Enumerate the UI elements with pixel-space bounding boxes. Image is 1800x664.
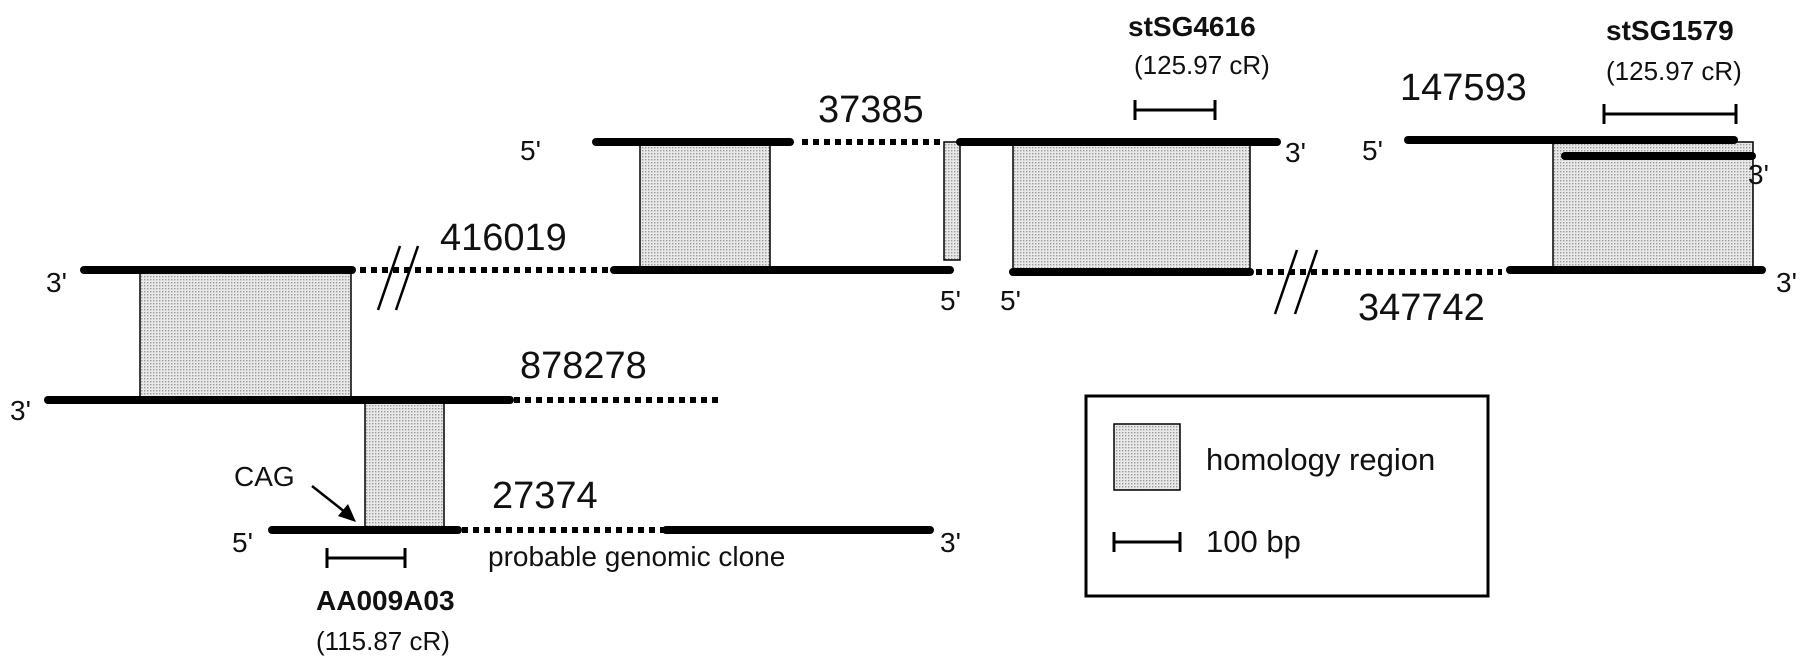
break-mark-1 bbox=[376, 245, 402, 311]
marker-bar-stSG4616 bbox=[1133, 100, 1217, 120]
legend-box bbox=[1084, 394, 1490, 598]
homology-region-stSG4616 bbox=[1012, 141, 1251, 273]
end-label-5prime: 5' bbox=[520, 135, 541, 166]
marker-name-stSG1579: stSG1579 bbox=[1606, 15, 1734, 46]
marker-bar-stSG1579 bbox=[1602, 104, 1738, 124]
end-label-3prime: 3' bbox=[46, 267, 67, 298]
legend-scale-label: 100 bp bbox=[1206, 524, 1301, 559]
break-mark-4 bbox=[1293, 249, 1319, 315]
marker-position-stSG4616: (125.97 cR) bbox=[1134, 50, 1270, 80]
legend-homology-swatch bbox=[1113, 423, 1181, 491]
cag-label: CAG bbox=[234, 461, 295, 492]
end-label-5prime: 5' bbox=[232, 527, 253, 558]
end-label-3prime: 3' bbox=[1285, 137, 1306, 168]
clone-label-878278: 878278 bbox=[520, 345, 647, 387]
end-label-3prime: 3' bbox=[1776, 267, 1797, 298]
legend-homology-label: homology region bbox=[1206, 442, 1435, 477]
homology-region-stSG1579 bbox=[1552, 141, 1754, 269]
homology-region-37385-416019 bbox=[639, 141, 771, 269]
probable-genomic-clone-label: probable genomic clone bbox=[488, 541, 785, 572]
homology-region-878278-27374 bbox=[364, 399, 445, 531]
legend: homology region 100 bp bbox=[1084, 394, 1490, 598]
clone-label-147593: 147593 bbox=[1400, 67, 1527, 109]
marker-name-stSG4616: stSG4616 bbox=[1128, 11, 1256, 42]
cag-arrow-icon bbox=[311, 485, 356, 522]
legend-scale-bar bbox=[1112, 532, 1182, 552]
end-label-3prime: 3' bbox=[940, 527, 961, 558]
break-mark-2 bbox=[394, 245, 420, 311]
clone-label-347742: 347742 bbox=[1358, 287, 1485, 329]
clone-label-37385: 37385 bbox=[818, 89, 924, 131]
end-label-3prime: 3' bbox=[1748, 159, 1769, 190]
clone-label-27374: 27374 bbox=[492, 475, 598, 517]
clone-label-416019: 416019 bbox=[440, 217, 567, 259]
marker-position-stSG1579: (125.97 cR) bbox=[1606, 56, 1742, 86]
end-label-5prime: 5' bbox=[940, 285, 961, 316]
marker-position-AA009A03: (115.87 cR) bbox=[316, 626, 450, 656]
end-label-5prime: 5' bbox=[1362, 135, 1383, 166]
end-label-5prime: 5' bbox=[1000, 285, 1021, 316]
end-label-3prime: 3' bbox=[10, 395, 31, 426]
marker-name-AA009A03: AA009A03 bbox=[316, 585, 455, 616]
break-mark-3 bbox=[1273, 249, 1299, 315]
homology-region-416019-878278 bbox=[139, 269, 352, 401]
marker-bar-AA009A03 bbox=[325, 548, 407, 568]
homology-region-small bbox=[943, 141, 961, 261]
